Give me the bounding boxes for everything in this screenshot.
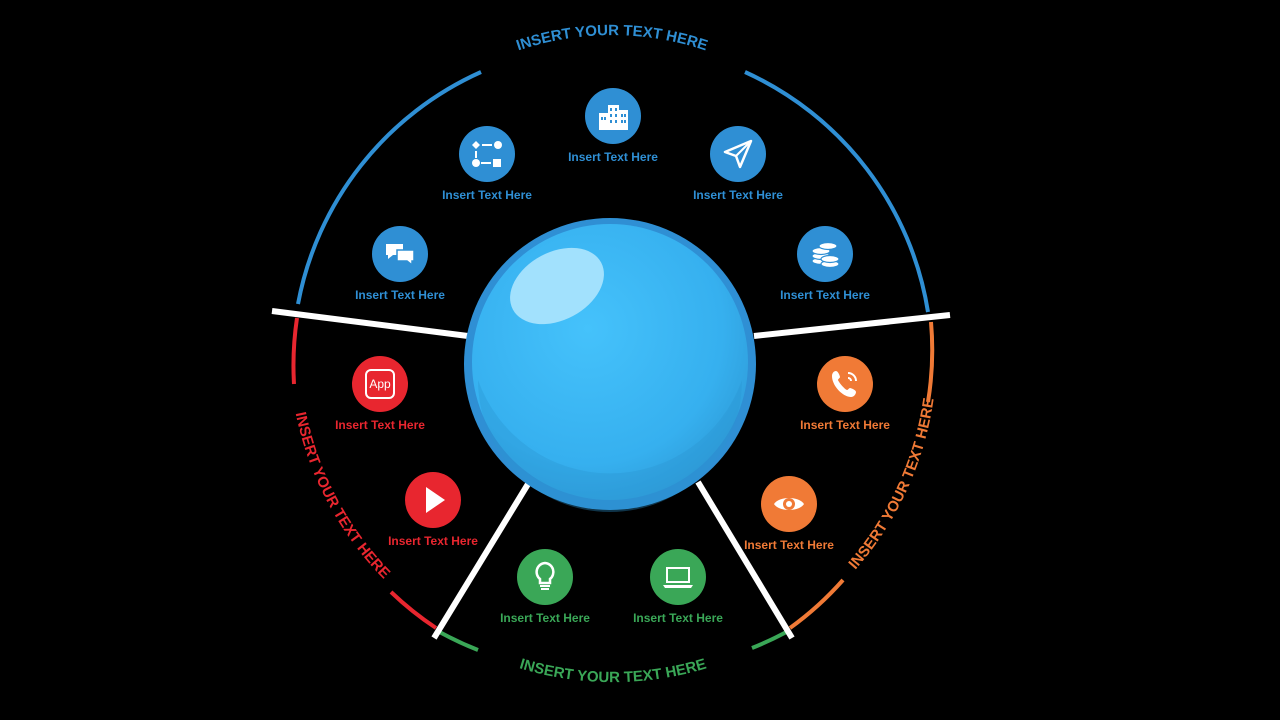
center-sphere bbox=[464, 218, 756, 512]
left-section-arc-lower bbox=[389, 590, 438, 630]
top-section-arc bbox=[296, 70, 482, 305]
coins-icon bbox=[797, 226, 853, 282]
flowchart-icon bbox=[459, 126, 515, 182]
item-app[interactable]: App Insert Text Here bbox=[310, 356, 450, 432]
buildings-icon bbox=[585, 88, 641, 144]
top-section-arc-right bbox=[744, 70, 930, 313]
divider-bottom-right bbox=[695, 480, 795, 640]
item-coins[interactable]: Insert Text Here bbox=[755, 226, 895, 302]
item-label: Insert Text Here bbox=[633, 611, 723, 625]
item-label: Insert Text Here bbox=[693, 188, 783, 202]
lightbulb-icon bbox=[517, 549, 573, 605]
item-flowchart[interactable]: Insert Text Here bbox=[417, 126, 557, 202]
laptop-icon bbox=[650, 549, 706, 605]
item-label: Insert Text Here bbox=[355, 288, 445, 302]
play-icon bbox=[405, 472, 461, 528]
divider-top-right bbox=[753, 312, 951, 339]
bottom-section-title: INSERT YOUR TEXT HERE bbox=[518, 656, 708, 687]
top-section-title: INSERT YOUR TEXT HERE bbox=[514, 22, 710, 54]
item-phone[interactable]: Insert Text Here bbox=[775, 356, 915, 432]
item-navigation[interactable]: Insert Text Here bbox=[668, 126, 808, 202]
item-label: Insert Text Here bbox=[800, 418, 890, 432]
chat-bubbles-icon bbox=[372, 226, 428, 282]
item-eye[interactable]: Insert Text Here bbox=[719, 476, 859, 552]
item-label: Insert Text Here bbox=[500, 611, 590, 625]
eye-icon bbox=[761, 476, 817, 532]
app-icon-text: App bbox=[365, 369, 395, 399]
item-label: Insert Text Here bbox=[335, 418, 425, 432]
item-lightbulb[interactable]: Insert Text Here bbox=[475, 549, 615, 625]
item-laptop[interactable]: Insert Text Here bbox=[608, 549, 748, 625]
app-icon: App bbox=[352, 356, 408, 412]
navigation-arrow-icon bbox=[710, 126, 766, 182]
right-section-arc-lower bbox=[788, 578, 845, 630]
item-label: Insert Text Here bbox=[568, 150, 658, 164]
bottom-section-arc-right bbox=[751, 628, 791, 650]
bottom-section-arc bbox=[435, 628, 479, 652]
item-buildings[interactable]: Insert Text Here bbox=[543, 88, 683, 164]
item-label: Insert Text Here bbox=[388, 534, 478, 548]
right-section-arc bbox=[926, 321, 935, 403]
item-label: Insert Text Here bbox=[780, 288, 870, 302]
phone-icon bbox=[817, 356, 873, 412]
divider-top-left bbox=[271, 308, 469, 339]
left-section-arc bbox=[291, 317, 299, 385]
item-play[interactable]: Insert Text Here bbox=[363, 472, 503, 548]
item-chat[interactable]: Insert Text Here bbox=[330, 226, 470, 302]
item-label: Insert Text Here bbox=[744, 538, 834, 552]
item-label: Insert Text Here bbox=[442, 188, 532, 202]
divider-bottom-left bbox=[431, 482, 531, 640]
